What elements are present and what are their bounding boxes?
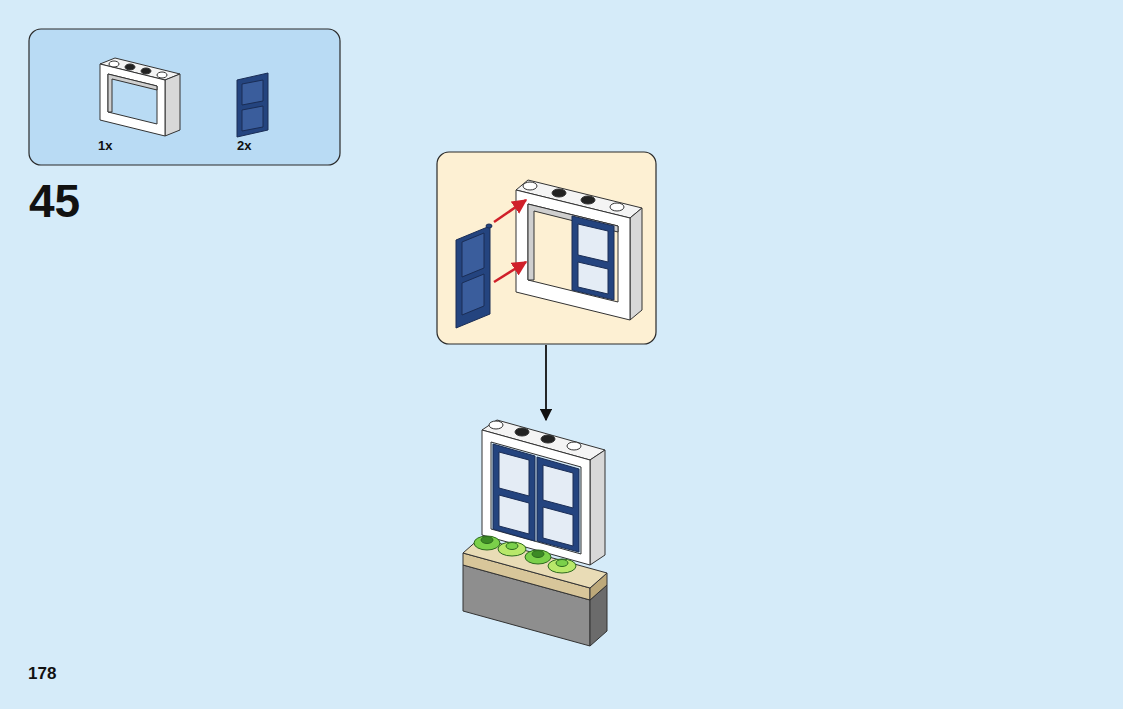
parts-list: 1x 2x xyxy=(29,29,340,165)
insert-arrow xyxy=(494,200,526,222)
insert-arrow xyxy=(494,262,526,282)
step-number: 45 xyxy=(29,178,80,224)
model-plants xyxy=(474,536,576,573)
callout-box xyxy=(437,152,656,344)
callout-shutter-loose xyxy=(456,224,492,328)
step-arrow xyxy=(545,345,547,420)
callout-window-frame xyxy=(516,180,642,320)
part-quantity: 1x xyxy=(98,138,112,153)
part-quantity: 2x xyxy=(237,138,251,153)
parts-panel xyxy=(29,29,340,165)
page-number: 178 xyxy=(28,665,56,682)
callout-shutter-fitted xyxy=(572,216,614,300)
window-frame-part xyxy=(100,58,180,136)
model-shutters xyxy=(493,444,579,552)
shutter-part xyxy=(237,73,268,137)
